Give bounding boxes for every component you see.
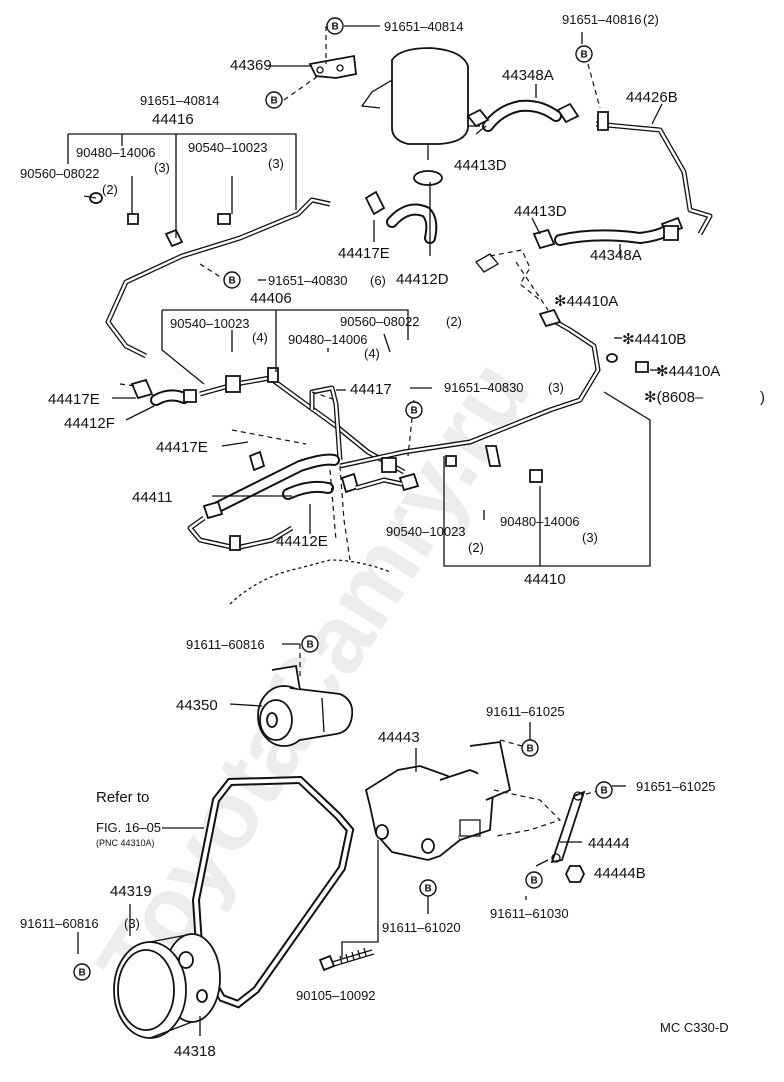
label-8608-close: ) xyxy=(760,389,765,406)
label-44348a-mid: 44348A xyxy=(590,247,642,264)
pipe-44426b xyxy=(595,111,713,236)
bracket-44369 xyxy=(308,54,357,79)
label-44318: 44318 xyxy=(174,1043,216,1060)
svg-text:B: B xyxy=(229,276,236,287)
label-91651-40816-qty: (2) xyxy=(643,12,659,27)
hose-44348a-top xyxy=(466,99,580,132)
clamp-reservoir xyxy=(413,170,443,186)
hose-44412e xyxy=(282,472,403,500)
label-44413d-mid: 44413D xyxy=(514,203,567,220)
part-labels: 91651–40814 91651–40816 (2) 44369 44348A… xyxy=(20,12,765,1060)
pipe-44406 xyxy=(199,367,406,475)
label-90105-10092: 90105–10092 xyxy=(296,988,376,1003)
label-44417e-top: 44417E xyxy=(338,245,390,262)
label-44426b: 44426B xyxy=(626,89,678,106)
label-90480-14006-a-qty: (3) xyxy=(154,160,170,175)
label-90560-08022-b-qty: (2) xyxy=(446,314,462,329)
hose-44412d xyxy=(364,190,438,244)
pipe-44417 xyxy=(309,385,343,461)
svg-text:B: B xyxy=(527,744,534,755)
reservoir-tank xyxy=(360,47,480,160)
label-91651-40830-6: 91651–40830 xyxy=(268,273,348,288)
pipe-44410 xyxy=(339,308,649,492)
label-44417: 44417 xyxy=(350,381,392,398)
bolt-symbols: B B B B B B B B B B B xyxy=(73,17,613,981)
label-90560-08022-a: 90560–08022 xyxy=(20,166,100,181)
label-91651-40814-top: 91651–40814 xyxy=(384,19,464,34)
label-90480-14006-a: 90480–14006 xyxy=(76,145,156,160)
label-44411: 44411 xyxy=(132,489,173,506)
label-44417e-mid: 44417E xyxy=(156,439,208,456)
label-91611-60816-bot: 91611–60816 xyxy=(20,916,99,931)
label-90540-10023-c-qty: (2) xyxy=(468,540,484,555)
label-44412f: 44412F xyxy=(64,415,115,432)
label-91611-60816-top: 91611–60816 xyxy=(186,637,265,652)
label-91611-61030: 91611–61030 xyxy=(490,906,569,921)
label-90480-14006-b-qty: (4) xyxy=(364,346,380,361)
label-90540-10023-a: 90540–10023 xyxy=(188,140,268,155)
pipe-44416 xyxy=(105,197,331,359)
label-90560-08022-b: 90560–08022 xyxy=(340,314,420,329)
svg-text:B: B xyxy=(332,22,339,33)
label-91651-40814-left: 91651–40814 xyxy=(140,93,220,108)
label-44410a-a: ✻44410A xyxy=(554,293,618,310)
label-91651-40816: 91651–40816 xyxy=(562,12,642,27)
svg-text:B: B xyxy=(271,96,278,107)
label-44413d-top: 44413D xyxy=(454,157,507,174)
label-90540-10023-c: 90540–10023 xyxy=(386,524,466,539)
label-90480-14006-c: 90480–14006 xyxy=(500,514,580,529)
svg-text:B: B xyxy=(307,640,314,651)
label-44406: 44406 xyxy=(250,290,292,307)
label-44369: 44369 xyxy=(230,57,272,74)
label-44444: 44444 xyxy=(588,835,630,852)
label-44410b: ✻44410B xyxy=(622,331,686,348)
label-90540-10023-b: 90540–10023 xyxy=(170,316,250,331)
label-44348a-top: 44348A xyxy=(502,67,554,84)
label-44417e-left: 44417E xyxy=(48,391,100,408)
label-44444b: 44444B xyxy=(594,865,646,882)
label-8608: ✻(8608– xyxy=(644,389,704,406)
adjust-bar-44444 xyxy=(550,790,586,864)
refer-note-line1: Refer to xyxy=(96,789,149,806)
label-91651-61025: 91651–61025 xyxy=(636,779,716,794)
footer-code: MC C330-D xyxy=(660,1020,729,1035)
pulley-44318 xyxy=(113,933,221,1039)
label-44319: 44319 xyxy=(110,883,152,900)
label-91611-61025: 91611–61025 xyxy=(486,704,565,719)
label-44350: 44350 xyxy=(176,697,218,714)
label-91651-40830-3: 91651–40830 xyxy=(444,380,524,395)
nut-44444b xyxy=(564,865,586,883)
label-44443: 44443 xyxy=(378,729,420,746)
label-90480-14006-b: 90480–14006 xyxy=(288,332,368,347)
svg-text:B: B xyxy=(425,884,432,895)
bolt-90105 xyxy=(318,947,375,972)
label-90540-10023-b-qty: (4) xyxy=(252,330,268,345)
label-44410: 44410 xyxy=(524,571,566,588)
label-90480-14006-c-qty: (3) xyxy=(582,530,598,545)
label-90540-10023-a-qty: (3) xyxy=(268,156,284,171)
hose-44412f xyxy=(130,378,197,406)
svg-text:B: B xyxy=(411,406,418,417)
bracket-44443 xyxy=(364,740,562,861)
label-91611-61020: 91611–61020 xyxy=(382,920,461,935)
svg-text:B: B xyxy=(531,876,538,887)
label-44416: 44416 xyxy=(152,111,194,128)
label-44412d: 44412D xyxy=(396,271,449,288)
hose-44348a-mid xyxy=(532,225,679,250)
svg-text:B: B xyxy=(79,968,86,979)
pump-44350 xyxy=(257,664,354,747)
label-91651-40830-6-qty: (6) xyxy=(370,273,386,288)
label-44410a-b: ✻44410A xyxy=(656,363,720,380)
label-91611-60816-bot-qty: (3) xyxy=(124,916,140,931)
refer-note-line3: (PNC 44310A) xyxy=(96,838,155,848)
svg-text:B: B xyxy=(581,50,588,61)
label-91651-40830-3-qty: (3) xyxy=(548,380,564,395)
label-90560-08022-a-qty: (2) xyxy=(102,182,118,197)
svg-text:B: B xyxy=(601,786,608,797)
refer-note-line2: FIG. 16–05 xyxy=(96,820,161,835)
label-44412e: 44412E xyxy=(276,533,328,550)
